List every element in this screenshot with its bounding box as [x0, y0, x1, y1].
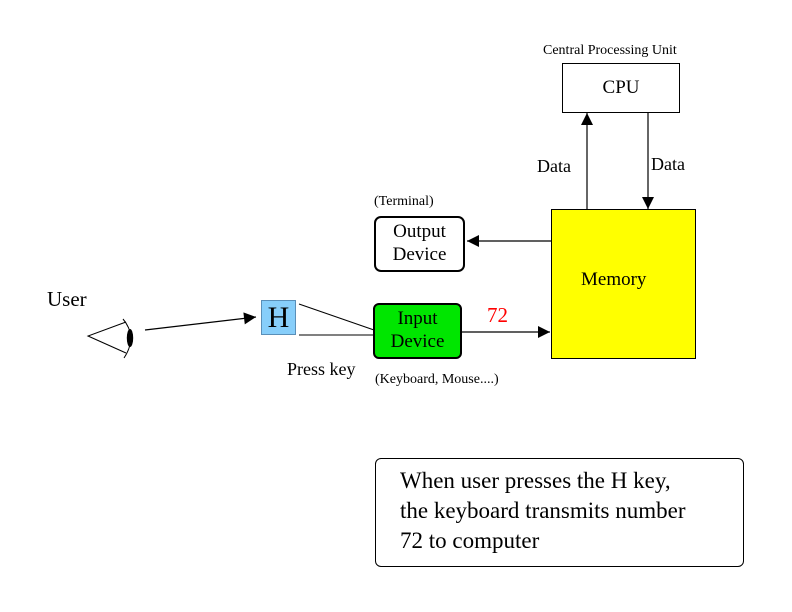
key-to-input-line-upper — [298, 303, 375, 331]
memory-label: Memory — [581, 269, 647, 290]
cpu-caption: Central Processing Unit — [543, 43, 677, 58]
value-72-label: 72 — [487, 303, 508, 327]
note-box: When user presses the H key, the keyboar… — [375, 458, 744, 567]
input-device-label-line2: Device — [390, 331, 445, 352]
output-device-label-line2: Device — [392, 244, 447, 265]
user-to-key-arrow — [144, 312, 257, 331]
eye-icon — [86, 318, 134, 359]
note-line-1: When user presses the H key, — [400, 468, 671, 493]
h-key: H — [261, 300, 296, 335]
data-down-label: Data — [651, 154, 685, 174]
input-device-label-line1: Input — [397, 308, 438, 330]
note-line-2: the keyboard transmits number — [400, 498, 686, 523]
input-examples-label: (Keyboard, Mouse....) — [375, 372, 499, 387]
press-key-label: Press key — [287, 359, 356, 379]
terminal-label: (Terminal) — [374, 194, 434, 209]
memory-box: Memory — [551, 209, 696, 359]
cpu-box: CPU — [562, 63, 680, 113]
note-line-3: 72 to computer — [400, 528, 540, 553]
cpu-label: CPU — [602, 76, 640, 98]
output-device-label-line1: Output — [393, 221, 446, 243]
data-up-label: Data — [537, 156, 571, 176]
h-key-label: H — [267, 300, 290, 334]
user-label: User — [47, 287, 87, 311]
input-device-box: Input Device — [373, 303, 462, 359]
output-device-box: Output Device — [374, 216, 465, 272]
